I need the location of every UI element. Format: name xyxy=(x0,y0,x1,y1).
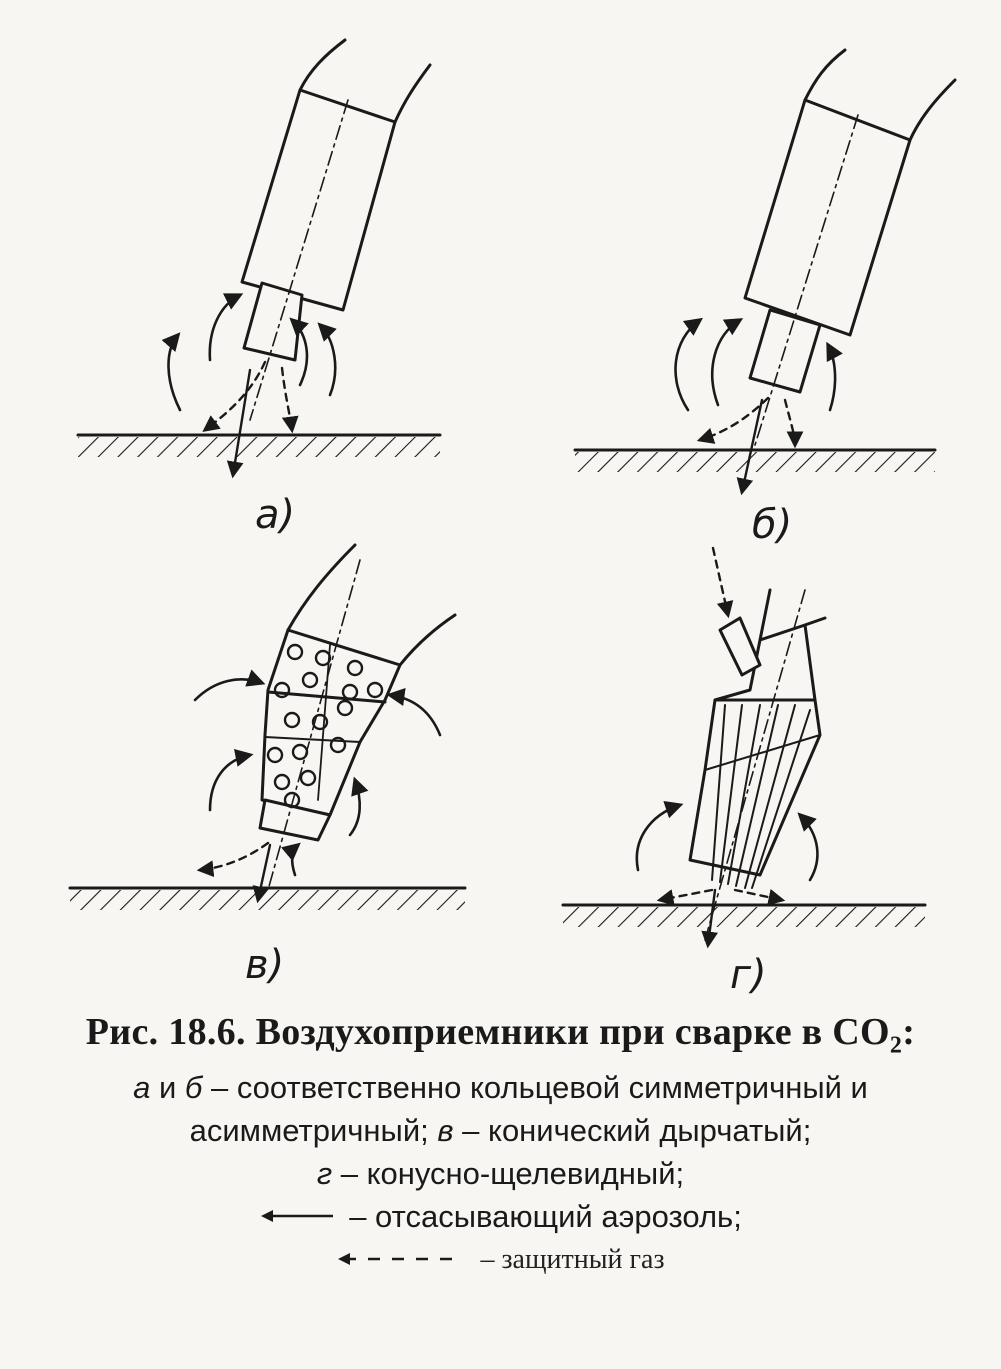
legend-aerosol: – отсасывающий аэрозоль; xyxy=(40,1195,961,1238)
panel-a-torch-body xyxy=(240,88,397,421)
panel-b-gas-arrows xyxy=(696,396,804,496)
panel-b-hose xyxy=(803,48,847,102)
panel-label-g: г) xyxy=(730,952,767,998)
panel-v-drawing xyxy=(68,543,467,910)
panel-g-nozzle xyxy=(688,546,827,941)
panel-label-v: в) xyxy=(245,942,285,988)
figure-caption: Рис. 18.6. Воздухоприемники при сварке в… xyxy=(40,1010,961,1281)
panel-v-hose xyxy=(286,543,357,632)
legend-dashed-arrow-icon xyxy=(338,1253,465,1266)
caption-line-2: асимметричный; в – конический дырчатый; xyxy=(189,1112,812,1148)
panel-a-aerosol-arrows xyxy=(161,293,337,412)
panel-g-aerosol-arrows xyxy=(635,800,819,882)
panel-label-a: а) xyxy=(255,492,296,538)
panel-b-torch-body xyxy=(743,98,912,446)
panel-a-gas-arrows xyxy=(202,360,299,479)
caption-line-1: а и б – соответственно кольцевой симметр… xyxy=(133,1069,868,1105)
panel-v-holes xyxy=(266,643,384,809)
panel-a-drawing xyxy=(76,38,442,479)
panel-b-aerosol-arrows xyxy=(674,317,843,412)
figure-drawing xyxy=(68,38,957,949)
panel-g-drawing xyxy=(561,546,927,949)
panel-g-ground xyxy=(561,903,927,927)
legend-solid-arrow-icon xyxy=(261,1210,334,1223)
panel-b-drawing xyxy=(573,48,957,496)
panel-v-gas-arrows xyxy=(196,841,272,904)
caption-line-3: г – конусно-щелевидный; xyxy=(316,1155,685,1191)
panel-v-ground xyxy=(68,886,467,910)
panel-a-ground xyxy=(76,433,442,457)
panel-g-gas-arrows xyxy=(656,888,786,949)
panel-v-cone xyxy=(258,559,402,891)
panel-label-b: б) xyxy=(752,502,793,548)
caption-title: Рис. 18.6. Воздухоприемники при сварке в… xyxy=(85,1011,916,1059)
panel-b-ground xyxy=(573,448,937,472)
panel-v-aerosol-arrows xyxy=(193,669,442,877)
legend-gas: – защитный газ xyxy=(40,1238,961,1281)
panel-a-hose xyxy=(298,38,347,92)
